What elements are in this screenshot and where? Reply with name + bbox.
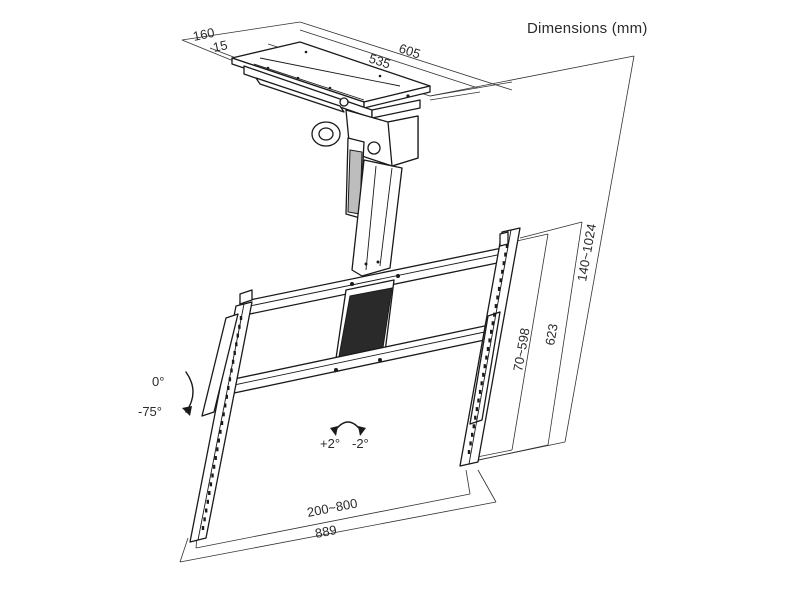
bracket-hole <box>205 508 208 513</box>
bracket-hole <box>206 499 209 504</box>
label-plate-width-inner: 535 <box>367 51 392 72</box>
bracket-hole <box>480 381 483 386</box>
bracket-hole <box>208 491 211 495</box>
bracket-hole <box>211 473 214 478</box>
label-swivel-left: +2° <box>320 436 340 451</box>
label-plate-depth: 160 <box>192 25 216 44</box>
vesa-width-dimension-lines <box>179 469 497 563</box>
bracket-hole <box>504 252 507 257</box>
bracket-hole <box>227 386 230 390</box>
bracket-hole <box>475 407 479 412</box>
diagram-title: Dimensions (mm) <box>527 20 648 37</box>
label-plate-offset: 15 <box>212 37 229 55</box>
bracket-hole <box>216 447 219 452</box>
bracket-hole <box>472 424 475 429</box>
bracket-hole <box>224 403 227 408</box>
bracket-hole <box>502 261 505 266</box>
bracket-hole <box>231 359 235 364</box>
bracket-hole <box>209 482 213 487</box>
label-tilt-top: 0° <box>152 374 164 389</box>
label-vesa-height-range: 70~598 <box>510 327 532 373</box>
bracket-hole <box>497 286 501 291</box>
bracket-hole <box>485 355 488 360</box>
bracket-hole <box>201 526 205 530</box>
bracket-hole <box>217 438 220 443</box>
bracket-hole <box>233 351 236 355</box>
tilt-arrow-icon <box>182 371 194 416</box>
ceiling-plate <box>231 41 431 119</box>
bracket-hole <box>486 347 490 351</box>
bracket-hole <box>214 456 217 460</box>
bracket-hole <box>235 342 238 347</box>
bracket-hole <box>488 338 491 343</box>
bracket-hole <box>499 278 502 283</box>
bracket-hole <box>220 421 224 425</box>
bracket-hole <box>496 295 499 300</box>
bracket-holes <box>201 244 509 530</box>
label-tilt-bottom: -75° <box>138 404 162 419</box>
bracket-hole <box>482 372 485 377</box>
bracket-hole <box>477 398 480 403</box>
bracket-hole <box>228 377 232 382</box>
bracket-hole <box>469 441 472 446</box>
bracket-hole <box>219 429 222 434</box>
bracket-hole <box>239 316 243 320</box>
vesa-height-dimension-lines <box>469 221 583 463</box>
bracket-hole <box>212 464 216 469</box>
bracket-hole <box>467 450 471 454</box>
bracket-hole <box>505 244 509 248</box>
bracket-hole <box>494 304 498 309</box>
bracket-hole <box>501 269 504 274</box>
label-swivel-right: -2° <box>352 436 369 451</box>
bracket-hole <box>225 394 228 399</box>
label-vesa-width-max: 889 <box>314 522 338 541</box>
swivel-arrow-icon <box>330 421 366 436</box>
bracket-hole <box>483 364 486 369</box>
left-vertical-bracket <box>189 289 253 543</box>
bracket-hole <box>238 324 241 329</box>
plate-dimension-lines <box>181 21 513 101</box>
bracket-hole <box>203 517 206 522</box>
label-vesa-height-max: 623 <box>542 323 561 347</box>
bracket-hole <box>491 321 494 326</box>
bracket-hole <box>222 412 225 417</box>
bracket-hole <box>471 432 474 437</box>
bracket-hole <box>230 368 233 373</box>
bracket-hole <box>478 389 482 394</box>
bracket-hole <box>236 333 239 338</box>
bracket-hole <box>474 415 477 420</box>
label-plate-width-outer: 605 <box>397 41 422 62</box>
bracket-hole <box>490 329 493 334</box>
column-assembly <box>255 77 419 277</box>
bracket-hole <box>493 312 496 317</box>
label-vesa-width-range: 200~800 <box>306 495 359 519</box>
